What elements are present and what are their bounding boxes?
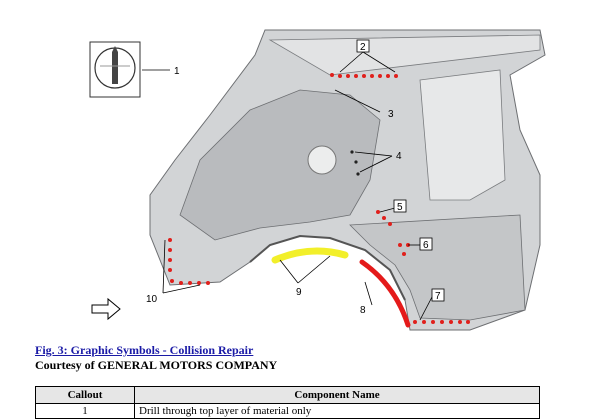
- header-component-name: Component Name: [134, 386, 540, 404]
- callout-label-1: 1: [174, 66, 180, 77]
- callout-label-7: 7: [435, 291, 441, 302]
- figure-caption[interactable]: Fig. 3: Graphic Symbols - Collision Repa…: [35, 343, 254, 357]
- callout-table: Callout Component Name 1 Drill through t…: [35, 386, 540, 419]
- callout-label-9: 9: [296, 287, 302, 298]
- callout-label-10: 10: [146, 294, 158, 305]
- weld-dots-6: [398, 243, 410, 256]
- plug-welds-4: [350, 150, 360, 176]
- sealer-band: [271, 247, 349, 264]
- weld-dots-5: [376, 210, 392, 226]
- drill-symbol-box: [89, 41, 141, 98]
- weld-dots-7: [413, 320, 470, 324]
- cell-component-name: Drill through top layer of material only: [134, 403, 540, 419]
- quarter-panel-outline: [149, 29, 546, 331]
- callout-label-4: 4: [396, 151, 402, 162]
- table-header-row: Callout Component Name: [35, 386, 540, 404]
- callout-label-5: 5: [397, 202, 403, 213]
- weld-dots-2: [330, 73, 398, 78]
- header-callout: Callout: [35, 386, 135, 404]
- figure-courtesy: Courtesy of GENERAL MOTORS COMPANY: [35, 358, 278, 372]
- cell-callout: 1: [35, 403, 135, 419]
- callout-labels: 1 2 3 4 5 6 7 8 9 10: [146, 39, 445, 316]
- collision-repair-illustration: 1 2 3 4 5 6 7 8 9 10: [89, 29, 546, 331]
- callout-label-3: 3: [388, 109, 394, 120]
- direction-arrow-icon: [91, 297, 121, 321]
- adhesive-band: [359, 259, 411, 328]
- leader-lines: [142, 51, 433, 321]
- callout-label-6: 6: [423, 240, 429, 251]
- callout-label-2: 2: [360, 42, 366, 53]
- table-row: 1 Drill through top layer of material on…: [35, 403, 540, 419]
- weld-dots-10: [168, 238, 210, 285]
- drill-bit-icon: [112, 52, 118, 84]
- callout-label-8: 8: [360, 305, 366, 316]
